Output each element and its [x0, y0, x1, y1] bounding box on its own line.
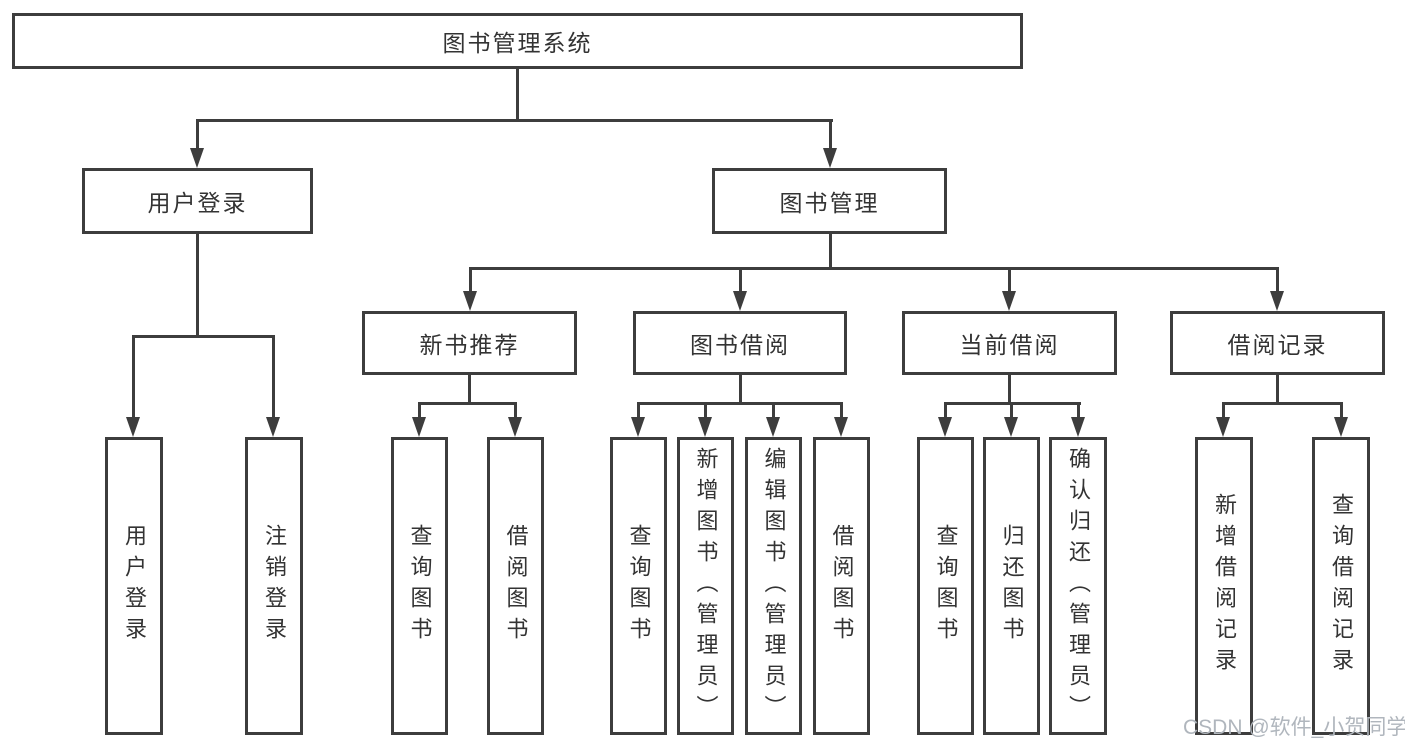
- leaf-logout-label: 注销登录: [262, 524, 287, 648]
- leaf-return-books: 归还图书: [983, 437, 1040, 735]
- connector-root-stem: [516, 69, 519, 120]
- leaf-query-borrow-record-label: 查询借阅记录: [1329, 493, 1354, 679]
- node-borrowing-records-label: 借阅记录: [1227, 332, 1328, 358]
- connector-to-borrow2: [840, 402, 843, 418]
- arrow-to-confirm: [1071, 417, 1085, 437]
- leaf-add-borrow-record-label: 新增借阅记录: [1212, 493, 1237, 679]
- arrow-to-add-record: [1216, 417, 1230, 437]
- connector-current-stem: [1008, 375, 1011, 404]
- leaf-borrow-books-1-label: 借阅图书: [503, 524, 529, 648]
- connector-to-book-mgmt: [829, 119, 832, 149]
- connector-to-current: [1008, 267, 1011, 293]
- arrow-to-new-book: [463, 291, 477, 311]
- leaf-confirm-return-admin-label: 确认归还（管理员）: [1066, 446, 1091, 726]
- arrow-to-edit-book: [766, 417, 780, 437]
- connector-to-add-record: [1222, 402, 1225, 418]
- connector-to-leaf-logout: [272, 335, 275, 418]
- connector-to-edit-book: [772, 402, 775, 418]
- connector-to-records: [1276, 267, 1279, 293]
- node-current-borrowing: 当前借阅: [902, 311, 1117, 375]
- connector-to-query1: [418, 402, 421, 418]
- connector-book-mgmt-stem: [829, 234, 832, 270]
- arrow-to-book-mgmt: [823, 148, 837, 168]
- connector-to-add-book: [704, 402, 707, 418]
- leaf-add-books-admin-label: 新增图书（管理员）: [693, 446, 719, 726]
- leaf-add-borrow-record: 新增借阅记录: [1195, 437, 1253, 735]
- node-book-borrowing: 图书借阅: [633, 311, 847, 375]
- connector-to-borrow1: [514, 402, 517, 418]
- connector-to-query-record: [1340, 402, 1343, 418]
- node-new-book-recommend-label: 新书推荐: [419, 332, 520, 358]
- connector-book-borrow-stem: [739, 375, 742, 404]
- connector-to-book-borrow: [739, 267, 742, 293]
- arrow-to-query1: [412, 417, 426, 437]
- leaf-confirm-return-admin: 确认归还（管理员）: [1049, 437, 1107, 735]
- leaf-query-books-3: 查询图书: [917, 437, 974, 735]
- connector-to-user-login: [196, 119, 199, 149]
- node-borrowing-records: 借阅记录: [1170, 311, 1385, 375]
- leaf-borrow-books-2: 借阅图书: [813, 437, 870, 735]
- node-root-label: 图书管理系统: [442, 30, 593, 56]
- arrow-to-user-login: [190, 148, 204, 168]
- leaf-user-login: 用户登录: [105, 437, 163, 735]
- arrow-to-borrow2: [834, 417, 848, 437]
- node-book-management-label: 图书管理: [779, 190, 880, 216]
- leaf-return-books-label: 归还图书: [999, 524, 1025, 648]
- node-new-book-recommend: 新书推荐: [362, 311, 577, 375]
- connector-to-query3: [944, 402, 947, 418]
- leaf-add-books-admin: 新增图书（管理员）: [677, 437, 734, 735]
- leaf-query-books-2-label: 查询图书: [626, 524, 652, 648]
- leaf-edit-books-admin-label: 编辑图书（管理员）: [761, 446, 787, 726]
- node-book-borrowing-label: 图书借阅: [690, 332, 790, 358]
- connector-root-bus: [196, 119, 833, 122]
- leaf-query-books-1-label: 查询图书: [407, 524, 433, 648]
- connector-to-leaf-login: [132, 335, 135, 418]
- arrow-to-add-book: [698, 417, 712, 437]
- leaf-edit-books-admin: 编辑图书（管理员）: [745, 437, 802, 735]
- leaf-query-books-3-label: 查询图书: [933, 524, 959, 648]
- connector-to-new-book: [469, 267, 472, 293]
- arrow-to-current: [1002, 291, 1016, 311]
- leaf-borrow-books-1: 借阅图书: [487, 437, 544, 735]
- leaf-user-login-label: 用户登录: [122, 524, 147, 648]
- arrow-to-leaf-login: [126, 417, 140, 437]
- arrow-to-records: [1270, 291, 1284, 311]
- connector-book-borrow-bus: [637, 402, 843, 405]
- arrow-to-query2: [631, 417, 645, 437]
- arrow-to-book-borrow: [733, 291, 747, 311]
- node-root: 图书管理系统: [12, 13, 1023, 69]
- connector-to-query2: [637, 402, 640, 418]
- connector-new-book-bus: [418, 402, 517, 405]
- connector-user-login-stem: [196, 234, 199, 336]
- node-user-login: 用户登录: [82, 168, 313, 234]
- arrow-to-query3: [938, 417, 952, 437]
- node-user-login-label: 用户登录: [147, 190, 248, 216]
- arrow-to-return: [1004, 417, 1018, 437]
- arrow-to-borrow1: [508, 417, 522, 437]
- csdn-watermark: CSDN @软件_小贺同学: [1183, 716, 1405, 739]
- connector-new-book-stem: [468, 375, 471, 404]
- node-book-management: 图书管理: [712, 168, 947, 234]
- connector-user-login-bus: [132, 335, 275, 338]
- arrow-to-query-record: [1334, 417, 1348, 437]
- leaf-query-books-2: 查询图书: [610, 437, 667, 735]
- connector-records-bus: [1222, 402, 1343, 405]
- connector-book-mgmt-bus: [469, 267, 1279, 270]
- leaf-borrow-books-2-label: 借阅图书: [829, 524, 855, 648]
- leaf-query-books-1: 查询图书: [391, 437, 448, 735]
- arrow-to-leaf-logout: [266, 417, 280, 437]
- node-current-borrowing-label: 当前借阅: [959, 332, 1060, 358]
- connector-records-stem: [1276, 375, 1279, 404]
- leaf-query-borrow-record: 查询借阅记录: [1312, 437, 1370, 735]
- connector-to-confirm: [1077, 402, 1080, 418]
- leaf-logout: 注销登录: [245, 437, 303, 735]
- connector-to-return: [1010, 402, 1013, 418]
